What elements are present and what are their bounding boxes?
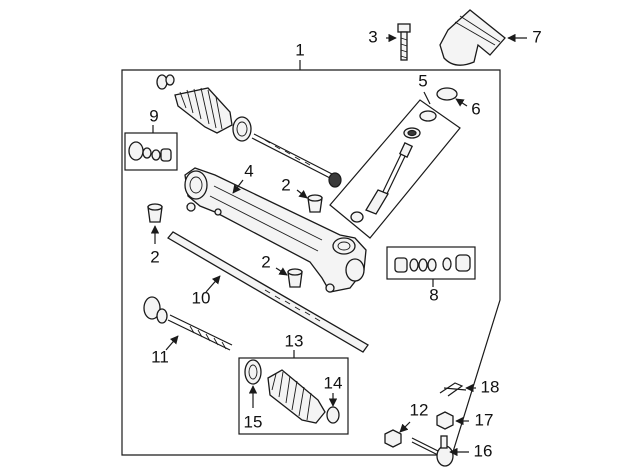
seal-kit-9	[128, 141, 172, 162]
valve-assembly	[350, 110, 437, 223]
part-4-gear-housing	[184, 167, 367, 293]
callout-7: 7	[532, 27, 541, 46]
callout-11: 11	[151, 347, 169, 366]
callout-9: 9	[149, 106, 158, 125]
callout-18: 18	[481, 377, 500, 396]
boot-13	[267, 369, 326, 424]
group-box-9	[124, 132, 178, 171]
part-15-ring	[244, 359, 262, 385]
callout-5: 5	[418, 71, 427, 90]
callout-10: 10	[192, 288, 211, 307]
part-7-tube	[439, 9, 506, 66]
part-2-bushing-b	[307, 194, 323, 213]
part-2-bushing-a	[147, 203, 163, 223]
part-10-rack	[167, 231, 369, 353]
callout-17: 17	[475, 410, 494, 429]
part-14-clamp	[326, 406, 340, 424]
seal-kit-8	[394, 254, 471, 273]
upper-inner-tie-rod	[251, 133, 342, 188]
callout-12: 12	[410, 400, 429, 419]
callout-13: 13	[285, 331, 304, 350]
part-16-tie-rod-end	[411, 435, 454, 467]
left-bellows-boot	[174, 87, 252, 142]
group-box-5	[329, 99, 461, 239]
part-12-nut	[384, 429, 402, 448]
part-3-bolt	[397, 23, 411, 61]
group-box-8	[386, 246, 476, 280]
assembly-frame	[121, 69, 501, 456]
callout-3: 3	[368, 27, 377, 46]
callout-2-middle: 2	[261, 252, 270, 271]
callout-6: 6	[471, 99, 480, 118]
leader-arrows	[150, 33, 527, 457]
part-6-oring	[436, 87, 458, 101]
callout-16: 16	[474, 441, 493, 460]
callout-2-left: 2	[150, 247, 159, 266]
callout-1: 1	[295, 40, 304, 59]
callout-2-upper: 2	[281, 175, 290, 194]
part-18-cotter-pin	[439, 382, 467, 397]
callout-15: 15	[244, 412, 263, 431]
part-11-inner-tie-rod	[143, 296, 233, 351]
clamp-top	[156, 74, 175, 90]
callout-14: 14	[324, 373, 343, 392]
part-2-bushing-c	[287, 268, 303, 288]
callout-4: 4	[244, 161, 253, 180]
part-17-nut	[436, 411, 454, 430]
callout-8: 8	[429, 285, 438, 304]
